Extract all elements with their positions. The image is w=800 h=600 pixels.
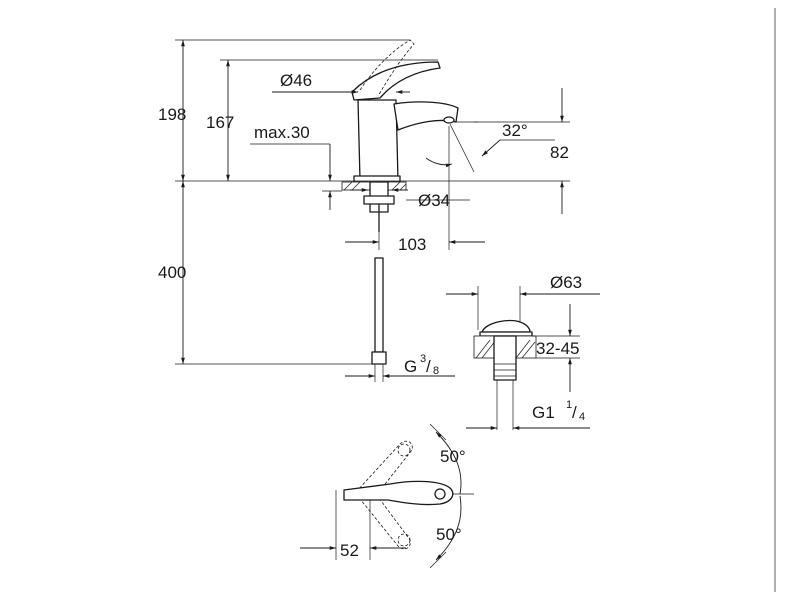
dim-spout-angle: 32° <box>502 121 528 140</box>
waste-body <box>493 335 517 381</box>
faucet-dimensions <box>175 39 570 378</box>
waste-cap <box>481 319 531 333</box>
dim-lever-angle-up: 50° <box>440 447 466 466</box>
dim-lever-offset: 52 <box>340 541 359 560</box>
dim-lever-angle-down: 50° <box>436 525 462 544</box>
waste-drain <box>473 319 537 430</box>
dim-waste-thread-num: 1 <box>566 399 572 411</box>
dim-reach: 103 <box>398 235 426 254</box>
dim-waste-thread-den: 4 <box>579 411 585 423</box>
lever-pivot-down <box>397 533 411 547</box>
supply-hose <box>374 257 384 353</box>
faucet-spout <box>393 101 459 131</box>
dim-waste-range: 32-45 <box>536 339 579 358</box>
dim-outlet-height: 82 <box>550 143 569 162</box>
hose-fitting <box>371 351 387 365</box>
faucet-side-view <box>341 39 459 382</box>
lever-top-dashed-up <box>355 440 413 499</box>
dim-height-total: 198 <box>158 105 186 124</box>
waste-dimensions <box>446 286 600 430</box>
lever-pivot-up <box>397 443 411 457</box>
dim-waste-thread-slash: / <box>572 403 577 422</box>
lever-dimensions <box>300 423 474 569</box>
dim-hose-thread-slash: / <box>426 357 431 376</box>
dim-waste-diameter: Ø63 <box>550 273 582 292</box>
lever-top-view <box>343 440 454 550</box>
dim-max-deck: max.30 <box>254 123 310 142</box>
dim-hose-thread-main: G <box>404 357 417 376</box>
faucet-body <box>357 99 399 181</box>
dim-base-diameter: Ø34 <box>418 191 450 210</box>
dim-hose-thread-num: 3 <box>420 353 426 365</box>
faucet-nut <box>363 195 395 205</box>
dim-hose-length: 400 <box>158 263 186 282</box>
lever-top <box>343 480 454 506</box>
dim-waste-thread-main: G1 <box>532 403 555 422</box>
dim-spout-diameter: Ø46 <box>280 71 312 90</box>
faucet-aerator <box>443 116 455 124</box>
dim-height-spout: 167 <box>206 113 234 132</box>
dim-hose-thread-den: 8 <box>433 365 439 377</box>
lever-top-knob <box>434 488 446 500</box>
faucet-lever <box>351 61 441 101</box>
